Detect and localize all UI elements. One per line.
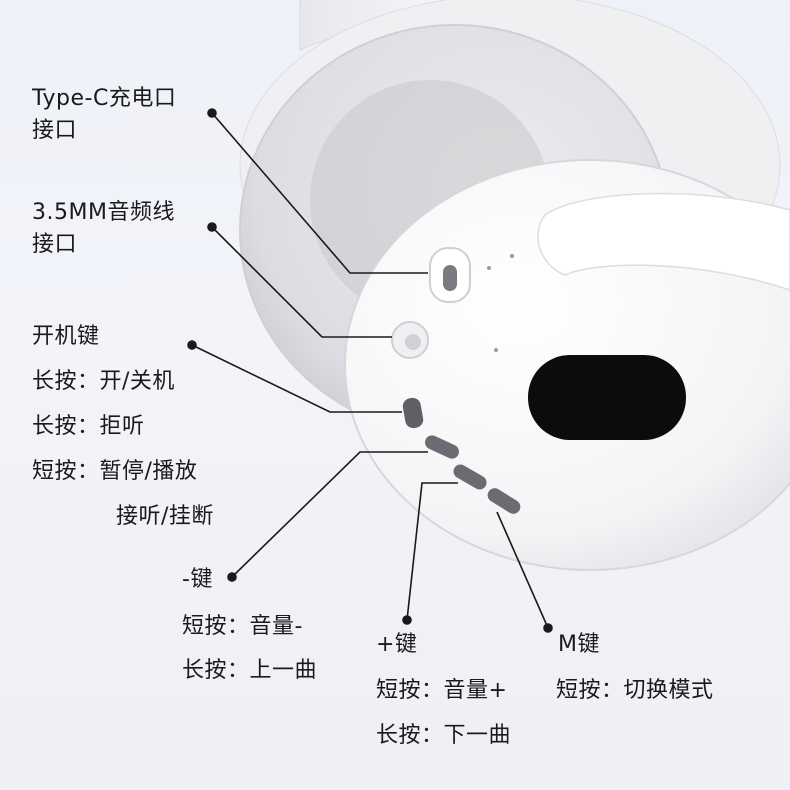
power-key-title: 开机键 bbox=[32, 324, 100, 349]
leader-lines bbox=[187, 108, 553, 633]
dot-type-c bbox=[207, 108, 217, 118]
dot-audio bbox=[207, 222, 217, 232]
plus-key-title: +键 bbox=[376, 632, 418, 657]
dot-m bbox=[543, 623, 553, 633]
leader-plus bbox=[406, 482, 458, 621]
audio-jack-hole bbox=[405, 334, 421, 350]
display-window bbox=[528, 355, 686, 440]
dot-minus bbox=[227, 572, 237, 582]
plus-short-press: 短按：音量+ bbox=[376, 678, 508, 703]
mic-hole bbox=[487, 266, 491, 270]
led-hole bbox=[510, 254, 514, 258]
power-long-press-2: 长按：拒听 bbox=[32, 414, 145, 439]
type-c-label: Type-C充电口 bbox=[32, 86, 177, 111]
leader-m bbox=[496, 511, 549, 629]
type-c-port-slot bbox=[443, 265, 457, 291]
reset-hole bbox=[494, 348, 498, 352]
audio-label-line2: 接口 bbox=[32, 232, 78, 257]
minus-key-title: -键 bbox=[182, 567, 213, 592]
minus-long-press: 长按：上一曲 bbox=[182, 658, 318, 683]
m-button bbox=[487, 488, 521, 514]
minus-button bbox=[425, 435, 459, 459]
leader-type-c bbox=[211, 112, 428, 274]
leader-audio bbox=[211, 226, 392, 338]
dot-power bbox=[187, 340, 197, 350]
type-c-label-line2: 接口 bbox=[32, 118, 78, 143]
audio-label: 3.5MM音频线 bbox=[32, 200, 175, 225]
minus-short-press: 短按：音量- bbox=[182, 614, 303, 639]
cup-arm bbox=[537, 192, 790, 291]
power-short-press: 短按：暂停/播放 bbox=[32, 459, 198, 484]
dot-plus bbox=[402, 615, 412, 625]
m-short-press: 短按：切换模式 bbox=[556, 678, 714, 703]
power-button bbox=[402, 397, 424, 429]
m-key-title: M键 bbox=[558, 632, 600, 657]
plus-button bbox=[453, 464, 487, 490]
plus-long-press: 长按：下一曲 bbox=[376, 723, 512, 748]
power-short-press-2: 接听/挂断 bbox=[116, 504, 214, 529]
leader-power bbox=[191, 344, 402, 413]
leader-minus bbox=[231, 451, 428, 578]
power-long-press-1: 长按：开/关机 bbox=[32, 369, 175, 394]
